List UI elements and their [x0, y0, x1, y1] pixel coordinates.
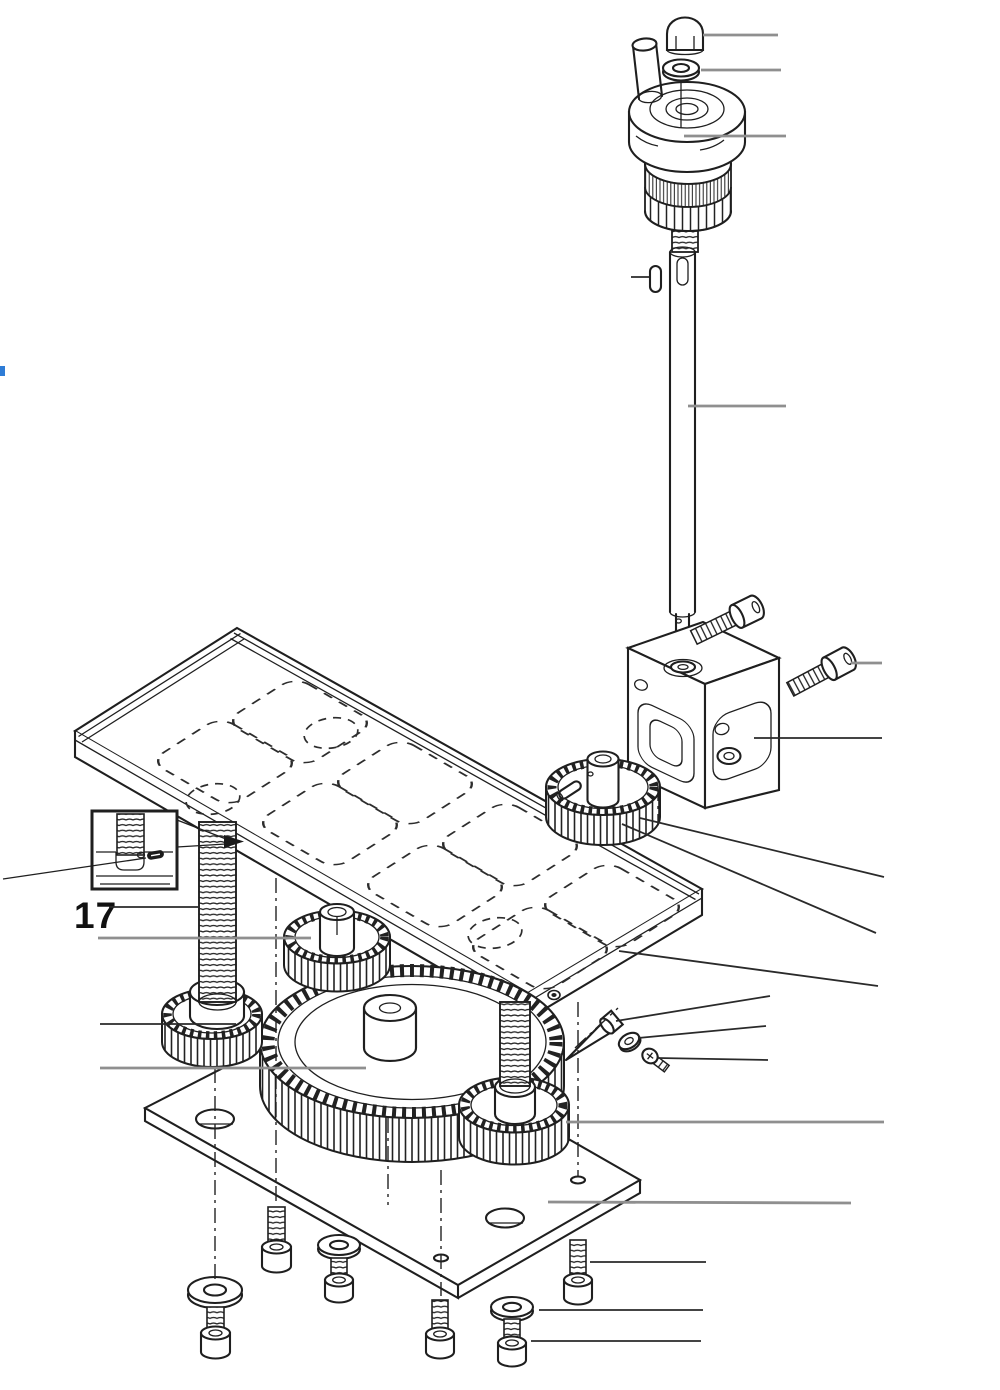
gear-hub	[318, 902, 356, 958]
bottom-screw-2	[260, 1206, 293, 1274]
work-table	[72, 626, 705, 1021]
leader-table	[618, 950, 879, 987]
bearing-block	[625, 620, 782, 810]
detail-inset	[90, 809, 244, 891]
bottom-washer-left	[186, 1275, 244, 1310]
shaft-key	[648, 264, 663, 294]
t-slot-pattern	[156, 680, 681, 990]
plate-hole	[484, 1207, 526, 1229]
right-leadscrew-gear	[457, 1075, 571, 1166]
drive-shaft	[668, 246, 697, 663]
bottom-screw-1	[199, 1306, 232, 1360]
leader-inset-pin	[2, 857, 147, 880]
bottom-screw-3	[323, 1257, 355, 1304]
small-screw	[641, 1047, 671, 1073]
block-front-slot	[637, 703, 695, 783]
handwheel	[627, 80, 747, 174]
block-screw-upper	[689, 594, 765, 646]
table-pin-hole	[547, 989, 561, 1001]
gear-hub	[586, 750, 620, 809]
callout-17-label: 17	[74, 895, 117, 936]
left-leadscrew	[198, 821, 237, 1011]
leader-taper-pin	[615, 995, 771, 1022]
leader-base-plate	[547, 1200, 852, 1205]
gear-hub	[362, 993, 418, 1063]
cap-nut	[665, 16, 705, 56]
leader-small-screw	[657, 1057, 769, 1061]
shaft-gear	[544, 750, 662, 846]
inset-pointer-arrow	[224, 835, 244, 848]
bottom-washer-mid	[316, 1233, 362, 1261]
blue-edge-artifact	[0, 366, 5, 376]
leader-gear	[621, 823, 877, 934]
crank-handle	[631, 37, 664, 104]
leader-small-washer	[637, 1025, 767, 1039]
right-leadscrew	[499, 1001, 531, 1094]
hand-crank-assembly	[627, 16, 747, 253]
hub-set-pin	[556, 780, 582, 802]
bottom-washer-right	[489, 1295, 535, 1323]
centerlines	[214, 786, 659, 1296]
keyway-slot	[676, 257, 689, 286]
leader-shaft-gear	[639, 817, 885, 878]
inset-gib-pin	[147, 850, 164, 860]
block-screw-lower	[785, 646, 857, 697]
plate-small-hole	[569, 1175, 587, 1185]
small-washer	[617, 1031, 642, 1053]
block-side-slot	[712, 701, 772, 781]
bottom-screw-6	[562, 1239, 594, 1306]
leader-lines	[2, 33, 885, 1342]
bottom-screw-5	[496, 1318, 528, 1368]
upper-idler-gear	[282, 902, 392, 993]
top-washer	[661, 58, 701, 128]
bottom-screw-4	[424, 1299, 456, 1360]
taper-pin	[564, 1009, 625, 1062]
